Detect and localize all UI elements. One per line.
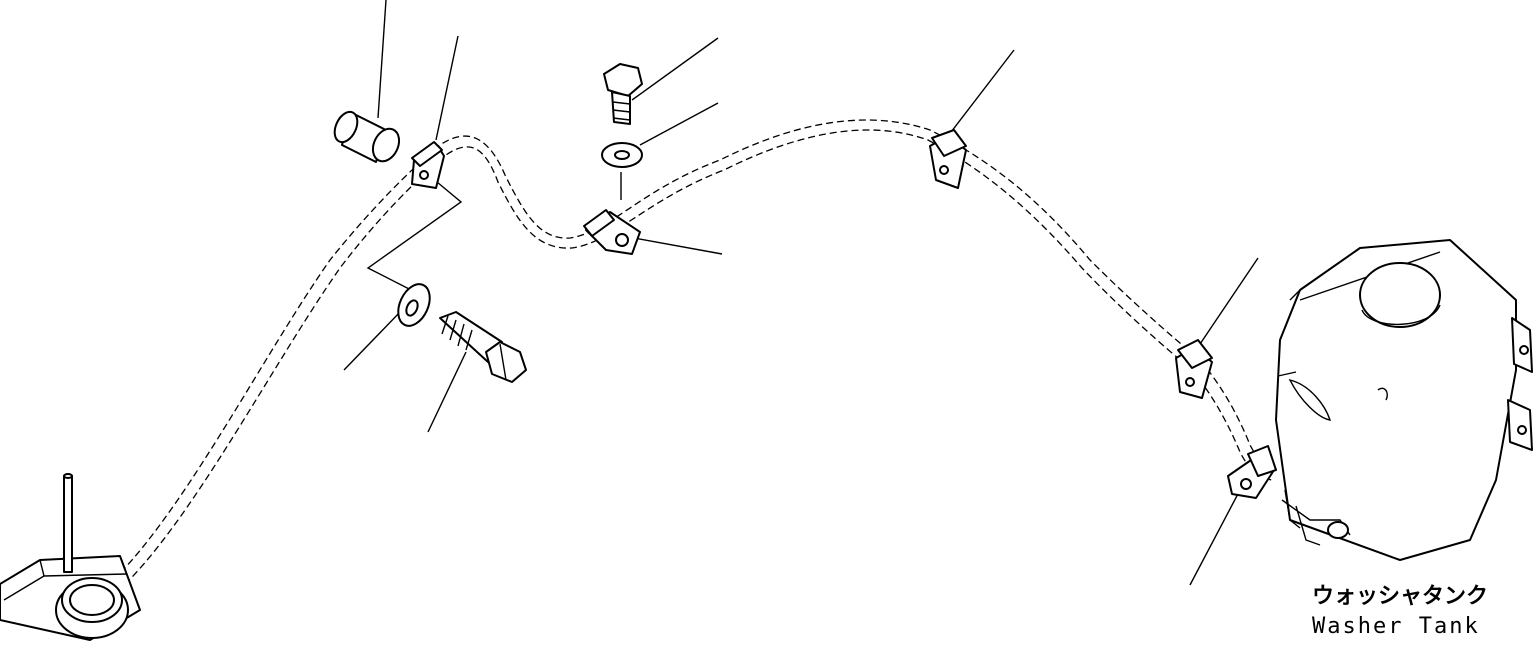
leader-bolt-top bbox=[631, 37, 719, 101]
clip-5 bbox=[1227, 445, 1277, 499]
leader-lines bbox=[343, 0, 1259, 586]
washer-tank-label-en: Washer Tank bbox=[1312, 614, 1480, 639]
leader-clip-5 bbox=[1189, 489, 1241, 586]
clip-1 bbox=[411, 141, 445, 189]
leader-spacer bbox=[377, 0, 387, 119]
bolt-mid bbox=[439, 311, 527, 383]
washer-top bbox=[601, 142, 643, 168]
leader-clip-2 bbox=[633, 237, 723, 255]
leader-washer-mid bbox=[343, 309, 403, 371]
leader-clip-3 bbox=[947, 49, 1015, 137]
washer-tank bbox=[1275, 239, 1533, 561]
washer-tank-label-jp: ウォッシャタンク bbox=[1312, 584, 1489, 609]
washer-mid bbox=[397, 283, 431, 327]
assembly-bracket-line bbox=[366, 181, 463, 293]
clip-3 bbox=[929, 129, 967, 189]
leader-bolt-mid bbox=[427, 351, 467, 433]
clip-4 bbox=[1175, 339, 1213, 399]
nozzle-assembly bbox=[0, 473, 141, 641]
spacer-part bbox=[333, 110, 401, 163]
leader-washer-top bbox=[639, 102, 719, 146]
clip-2 bbox=[583, 209, 641, 255]
bolt-top bbox=[603, 63, 643, 125]
leader-clip-1 bbox=[435, 35, 459, 141]
leader-clip-4 bbox=[1195, 257, 1259, 351]
washer-hose bbox=[104, 119, 1276, 593]
